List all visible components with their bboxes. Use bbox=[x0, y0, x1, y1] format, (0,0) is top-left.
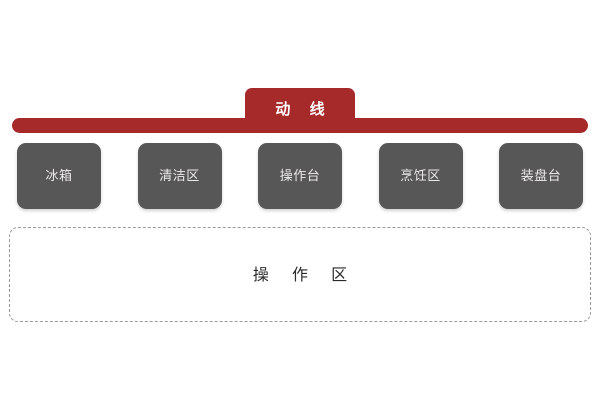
station-box-cooking-zone[interactable]: 烹饪区 bbox=[378, 143, 463, 209]
work-area-label: 操 作 区 bbox=[252, 264, 357, 284]
station-row: 冰箱 清洁区 操作台 烹饪区 装盘台 bbox=[17, 143, 583, 209]
station-label: 清洁区 bbox=[159, 168, 200, 184]
station-label: 烹饪区 bbox=[400, 168, 441, 184]
station-box-prep-counter[interactable]: 操作台 bbox=[258, 143, 342, 209]
flow-line-banner: 动 线 bbox=[245, 88, 355, 130]
station-box-plating-counter[interactable]: 装盘台 bbox=[499, 143, 583, 209]
station-label: 冰箱 bbox=[45, 168, 73, 184]
station-label: 装盘台 bbox=[520, 168, 562, 184]
station-label: 操作台 bbox=[279, 168, 321, 184]
station-box-refrigerator[interactable]: 冰箱 bbox=[17, 143, 101, 209]
station-box-cleaning-zone[interactable]: 清洁区 bbox=[137, 143, 222, 209]
work-area-panel: 操 作 区 bbox=[9, 227, 591, 322]
flow-line-label: 动 线 bbox=[275, 99, 332, 118]
